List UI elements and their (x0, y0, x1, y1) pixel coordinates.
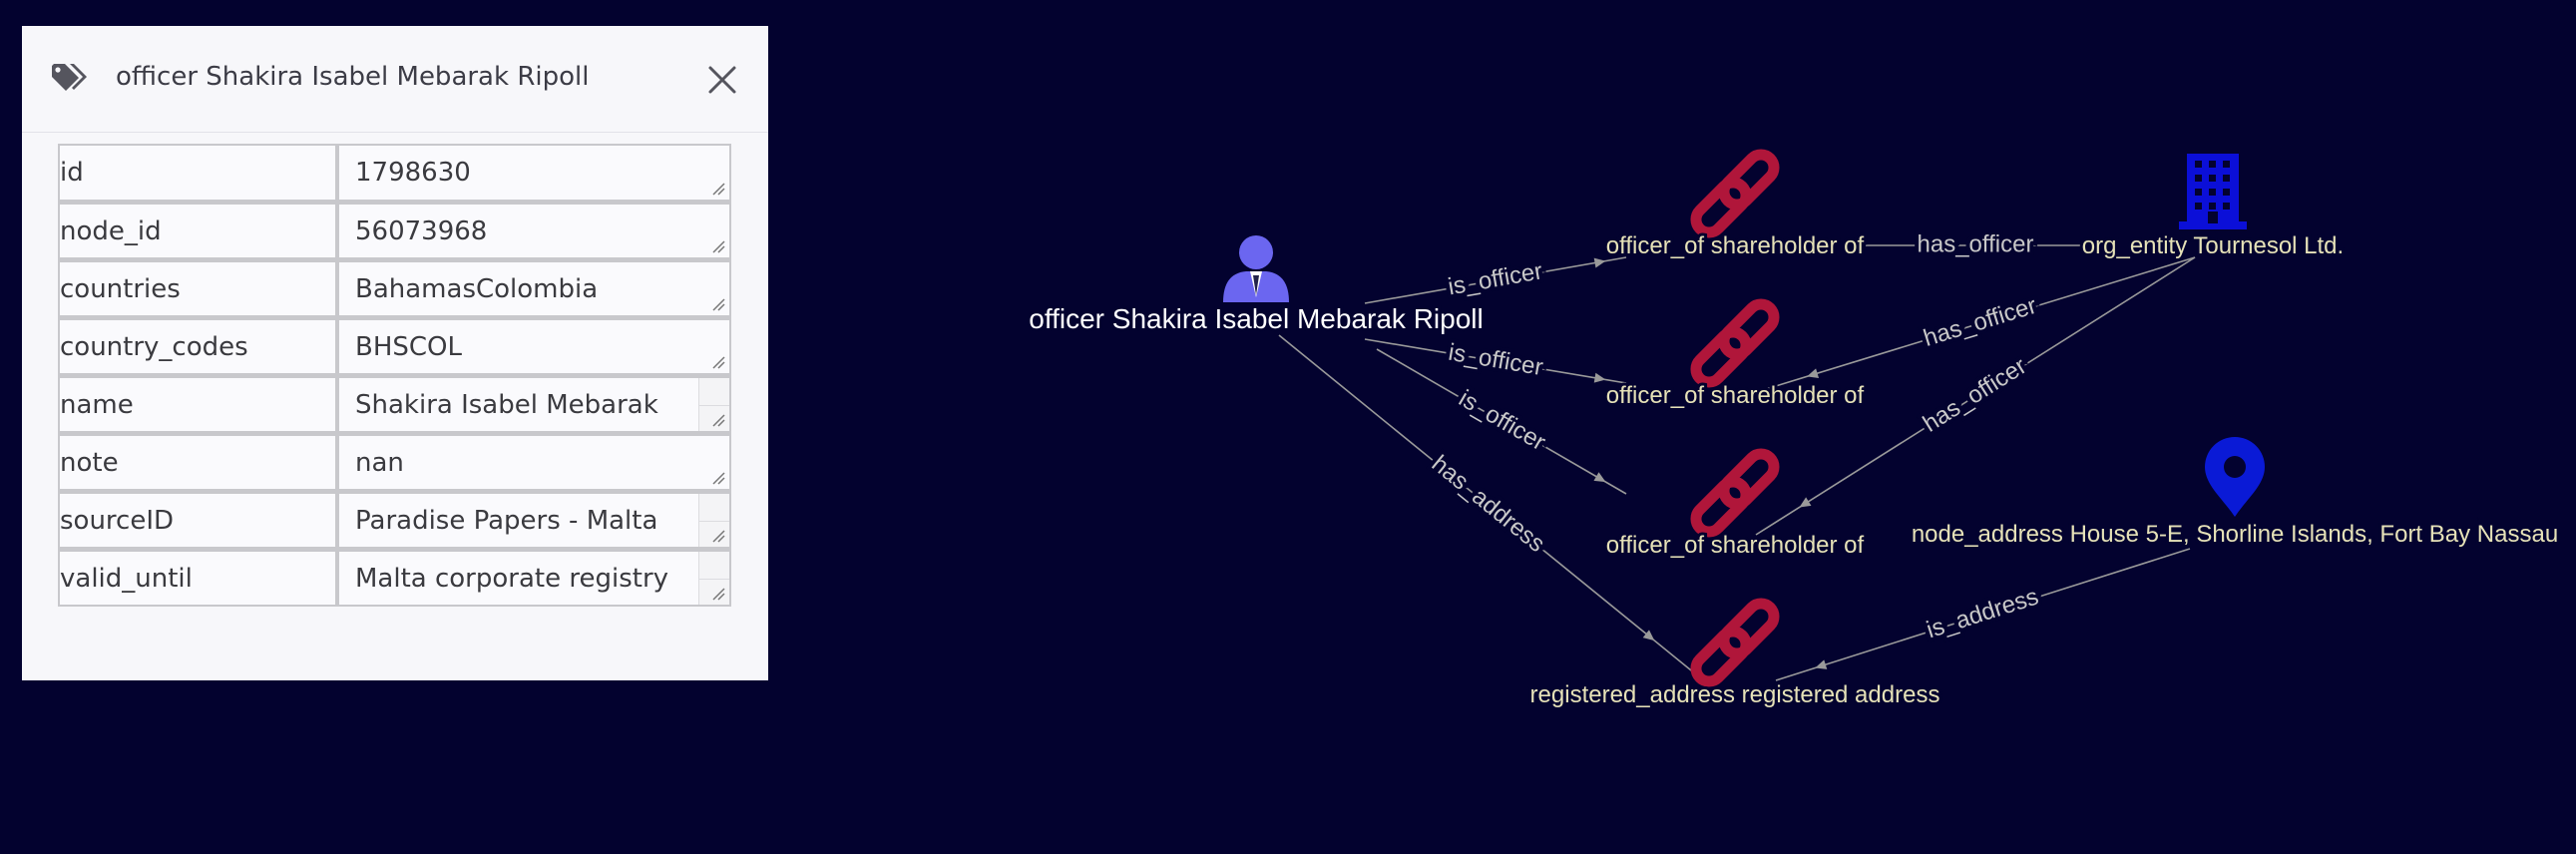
property-value-field[interactable]: BahamasColombia (337, 259, 731, 317)
node-officer[interactable]: officer Shakira Isabel Mebarak Ripoll (1026, 235, 1487, 337)
property-value: Paradise Papers - Malta (355, 506, 658, 536)
property-value-field[interactable]: 56073968 (337, 202, 731, 259)
property-row: countries BahamasColombia (58, 259, 731, 317)
property-value-field[interactable]: nan (337, 433, 731, 491)
close-icon[interactable] (702, 60, 742, 100)
property-value: Shakira Isabel Mebarak (355, 390, 658, 420)
properties-table: id 1798630 node_id 56073968 countries Bahamas… (58, 144, 731, 607)
edge-is-address[interactable]: is_address (1775, 548, 2191, 681)
property-value-field[interactable]: Paradise Papers - Malta (337, 491, 731, 549)
node-addr[interactable]: node_address House 5-E, Shorline Islands… (1909, 437, 2561, 551)
edge-is-officer[interactable]: is_officer (1364, 335, 1627, 385)
edge-line[interactable] (1376, 348, 1627, 495)
property-row: country_codes BHSCOL (58, 317, 731, 375)
property-key: note (58, 433, 337, 491)
resize-grip-icon[interactable] (711, 471, 725, 485)
node-reg[interactable]: registered_address registered address (1527, 598, 1942, 711)
edge-line[interactable] (1775, 548, 2191, 681)
node-properties-panel: officer Shakira Isabel Mebarak Ripoll id… (22, 26, 768, 680)
edge-has-officer[interactable]: has_officer (1866, 226, 2085, 261)
property-key: id (58, 144, 337, 202)
resize-grip-icon[interactable] (711, 182, 725, 196)
value-scrollbar[interactable] (698, 378, 729, 431)
property-value: 1798630 (355, 158, 471, 188)
property-key: country_codes (58, 317, 337, 375)
node-org[interactable]: org_entity Tournesol Ltd. (2079, 154, 2347, 262)
arrowhead (1799, 497, 1812, 508)
property-key: sourceID (58, 491, 337, 549)
edge-line[interactable] (1765, 256, 2196, 390)
property-value-field[interactable]: 1798630 (337, 144, 731, 202)
resize-grip-icon[interactable] (711, 587, 725, 601)
property-key: valid_until (58, 549, 337, 607)
property-value-field[interactable]: Shakira Isabel Mebarak (337, 375, 731, 433)
node-label: officer_of shareholder of (1606, 232, 1865, 259)
edge-label: has_address (1427, 450, 1550, 558)
link-icon[interactable] (1690, 149, 1780, 238)
arrowhead (1815, 659, 1828, 669)
link-icon[interactable] (1690, 598, 1780, 687)
arrowhead (1642, 630, 1655, 641)
property-value: nan (355, 448, 404, 478)
property-row: sourceID Paradise Papers - Malta (58, 491, 731, 549)
property-row: name Shakira Isabel Mebarak (58, 375, 731, 433)
node-label: officer_of shareholder of (1606, 382, 1865, 409)
edge-line[interactable] (1755, 256, 2196, 536)
panel-title: officer Shakira Isabel Mebarak Ripoll (116, 62, 590, 92)
node-rel1[interactable]: officer_of shareholder of (1603, 149, 1868, 262)
node-label: node_address House 5-E, Shorline Islands… (1912, 521, 2558, 548)
property-value: BHSCOL (355, 332, 462, 362)
property-value: 56073968 (355, 216, 488, 246)
panel-header: officer Shakira Isabel Mebarak Ripoll (22, 26, 768, 133)
property-key: node_id (58, 202, 337, 259)
edge-is-officer[interactable]: is_officer (1364, 253, 1627, 304)
edge-line[interactable] (1364, 256, 1627, 304)
map-pin-icon[interactable] (2205, 437, 2265, 517)
building-icon[interactable] (2179, 154, 2247, 229)
link-icon[interactable] (1690, 298, 1780, 388)
arrowhead (1807, 368, 1820, 378)
arrowhead (1593, 257, 1606, 268)
node-label: org_entity Tournesol Ltd. (2082, 232, 2344, 259)
tags-icon (52, 64, 87, 91)
edge-line[interactable] (1364, 338, 1627, 384)
property-value: BahamasColombia (355, 274, 599, 304)
edge-label: is_officer (1447, 339, 1545, 381)
node-label: officer Shakira Isabel Mebarak Ripoll (1029, 303, 1483, 334)
property-row: valid_until Malta corporate registry (58, 549, 731, 607)
property-value: Malta corporate registry (355, 564, 669, 594)
edge-label: is_officer (1446, 257, 1544, 300)
node-rel2[interactable]: officer_of shareholder of (1603, 298, 1868, 412)
edge-label: is_address (1924, 583, 2042, 643)
link-icon[interactable] (1690, 448, 1780, 538)
edge-label: has_officer (1919, 352, 2031, 437)
value-scrollbar[interactable] (698, 552, 729, 605)
edge-label: has_officer (1921, 292, 2040, 352)
property-value-field[interactable]: BHSCOL (337, 317, 731, 375)
node-rel3[interactable]: officer_of shareholder of (1603, 448, 1868, 562)
property-key: name (58, 375, 337, 433)
property-value-field[interactable]: Malta corporate registry (337, 549, 731, 607)
node-label: registered_address registered address (1530, 681, 1940, 708)
value-scrollbar[interactable] (698, 494, 729, 547)
resize-grip-icon[interactable] (711, 297, 725, 311)
property-row: id 1798630 (58, 144, 731, 202)
resize-grip-icon[interactable] (711, 355, 725, 369)
resize-grip-icon[interactable] (711, 413, 725, 427)
edge-label: is_officer (1454, 385, 1549, 456)
arrowhead (1593, 472, 1606, 483)
property-row: node_id 56073968 (58, 202, 731, 259)
edge-label: has_officer (1918, 230, 2034, 257)
node-label: officer_of shareholder of (1606, 532, 1865, 559)
edge-line[interactable] (1278, 334, 1697, 675)
edge-has-officer[interactable]: has_officer (1765, 256, 2196, 390)
resize-grip-icon[interactable] (711, 529, 725, 543)
property-key: countries (58, 259, 337, 317)
resize-grip-icon[interactable] (711, 239, 725, 253)
arrowhead (1593, 372, 1606, 383)
person-icon[interactable] (1223, 235, 1289, 302)
